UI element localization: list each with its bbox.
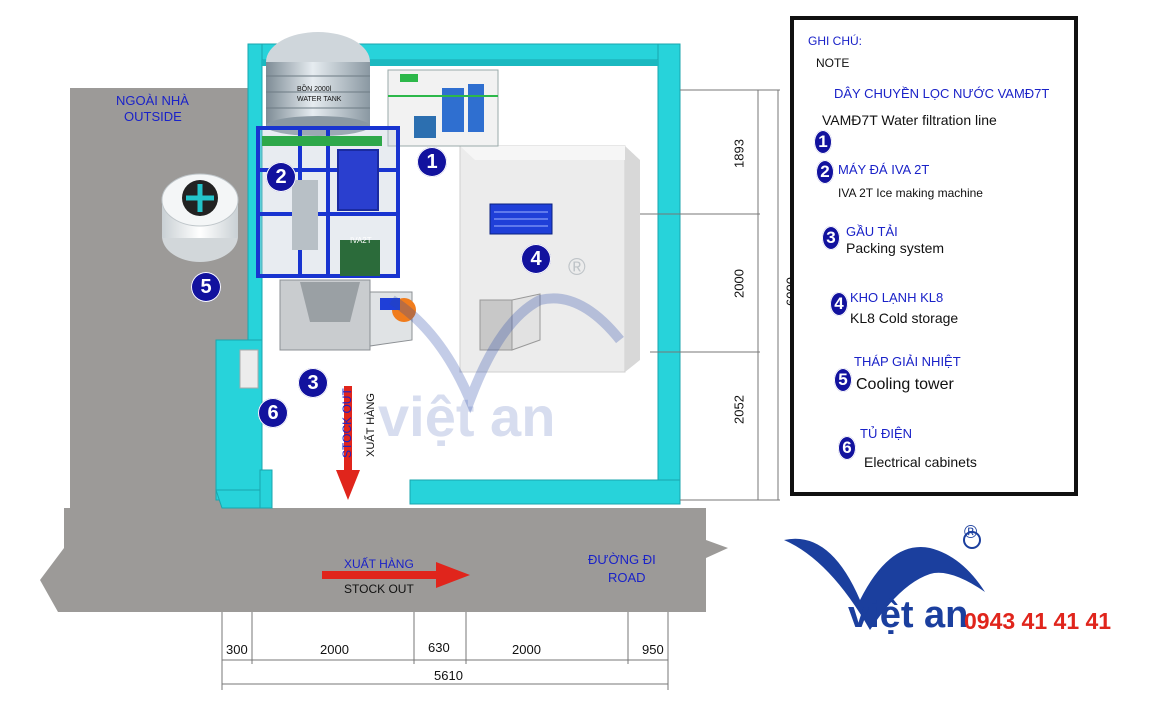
stock-out-vertical-vi: XUẤT HÀNG (365, 393, 377, 457)
marker-1: 1 (417, 147, 447, 177)
road-label-en: ROAD (608, 570, 646, 585)
ice-machine (256, 126, 400, 278)
legend-box: GHI CHÚ: NOTE DÂY CHUYỀN LỌC NƯỚC VAMĐ7T… (790, 16, 1078, 496)
legend-marker-4: 4 (830, 292, 848, 316)
road-label-vi: ĐƯỜNG ĐI (588, 552, 656, 567)
brand-phone: 0943 41 41 41 (964, 608, 1112, 634)
legend-marker-5: 5 (834, 368, 852, 392)
legend-marker-2: 2 (816, 160, 834, 184)
tank-label-2: WATER TANK (297, 96, 342, 103)
stock-out-arrow-road (322, 562, 470, 588)
legend-marker-1: 1 (814, 130, 832, 154)
legend-5-vi: THÁP GIẢI NHIỆT (854, 354, 961, 369)
marker-6: 6 (258, 398, 288, 428)
legend-1-vi: DÂY CHUYỀN LỌC NƯỚC VAMĐ7T (834, 86, 1050, 101)
outside-label-vi: NGOÀI NHÀ (116, 93, 189, 108)
marker-4: 4 (521, 244, 551, 274)
legend-marker-6: 6 (838, 436, 856, 460)
marker-3: 3 (298, 368, 328, 398)
dim-2000-b: 2000 (512, 642, 541, 657)
watermark-logo (389, 293, 624, 414)
legend-3-vi: GẦU TẢI (846, 224, 898, 239)
watermark-text: việt an (378, 385, 556, 448)
legend-4-vi: KHO LẠNH KL8 (850, 290, 944, 305)
legend-title-vi: GHI CHÚ: (808, 34, 862, 48)
legend-6-vi: TỦ ĐIỆN (860, 426, 912, 441)
dimension-lines-horizontal (221, 612, 669, 690)
dim-630: 630 (428, 640, 450, 655)
marker-5: 5 (191, 272, 221, 302)
cooling-tower (161, 173, 239, 262)
dim-5610: 5610 (434, 668, 463, 683)
legend-3-en: Packing system (846, 240, 945, 256)
brand-logo-mark (784, 531, 985, 630)
stock-out-road-vi: XUẤT HÀNG (344, 557, 414, 571)
filtration-line (387, 69, 499, 147)
legend-title-en: NOTE (816, 56, 850, 70)
machine-label: IVA2T (350, 236, 372, 245)
dim-2000-a: 2000 (320, 642, 349, 657)
stock-out-road-en: STOCK OUT (344, 582, 414, 596)
stock-out-arrow-vertical (336, 386, 360, 500)
legend-4-en: KL8 Cold storage (850, 310, 959, 326)
legend-5-en: Cooling tower (856, 376, 954, 393)
dim-2052: 2052 (731, 395, 747, 424)
dim-1893: 1893 (731, 139, 747, 168)
dimension-lines-vertical (640, 89, 780, 501)
stock-out-vertical-en: STOCK OUT (340, 388, 354, 458)
packing-system (279, 279, 416, 351)
marker-2: 2 (266, 162, 296, 192)
legend-marker-3: 3 (822, 226, 840, 250)
dim-950: 950 (642, 642, 664, 657)
outside-label-en: OUTSIDE (124, 109, 182, 124)
legend-1-en: VAMĐ7T Water filtration line (822, 112, 997, 128)
road (40, 508, 706, 612)
electrical-cabinet (239, 349, 259, 389)
water-tank (266, 32, 370, 136)
dim-300: 300 (226, 642, 248, 657)
tank-label-1: BỒN 2000l (297, 86, 332, 93)
legend-6-en: Electrical cabinets (864, 454, 977, 470)
legend-2-vi: MÁY ĐÁ IVA 2T (838, 162, 930, 177)
legend-2-en: IVA 2T Ice making machine (838, 186, 983, 200)
brand-name: việt an (848, 594, 969, 636)
dim-2000-vertical: 2000 (731, 269, 747, 298)
brand-registered: ® (964, 522, 978, 542)
registered-mark-plan: ® (568, 254, 586, 281)
